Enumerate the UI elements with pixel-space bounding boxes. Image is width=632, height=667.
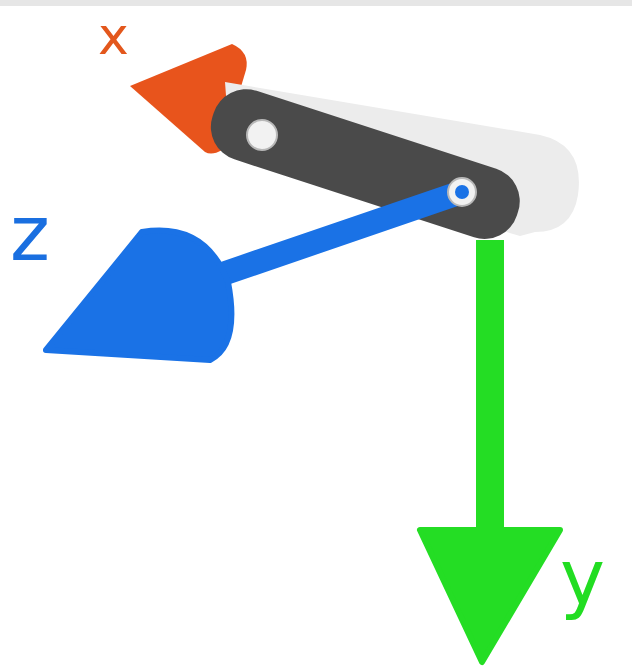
axis-label: x xyxy=(98,10,129,62)
camera-lens xyxy=(448,178,476,206)
z-axis-head xyxy=(46,231,231,360)
y-axis-head xyxy=(420,530,560,662)
axis-origin xyxy=(455,185,469,199)
camera-lens xyxy=(247,120,277,150)
axis-label: y xyxy=(560,540,605,616)
y-axis-shaft xyxy=(476,240,504,540)
top-border xyxy=(0,0,632,6)
axis-label: z xyxy=(10,196,50,272)
